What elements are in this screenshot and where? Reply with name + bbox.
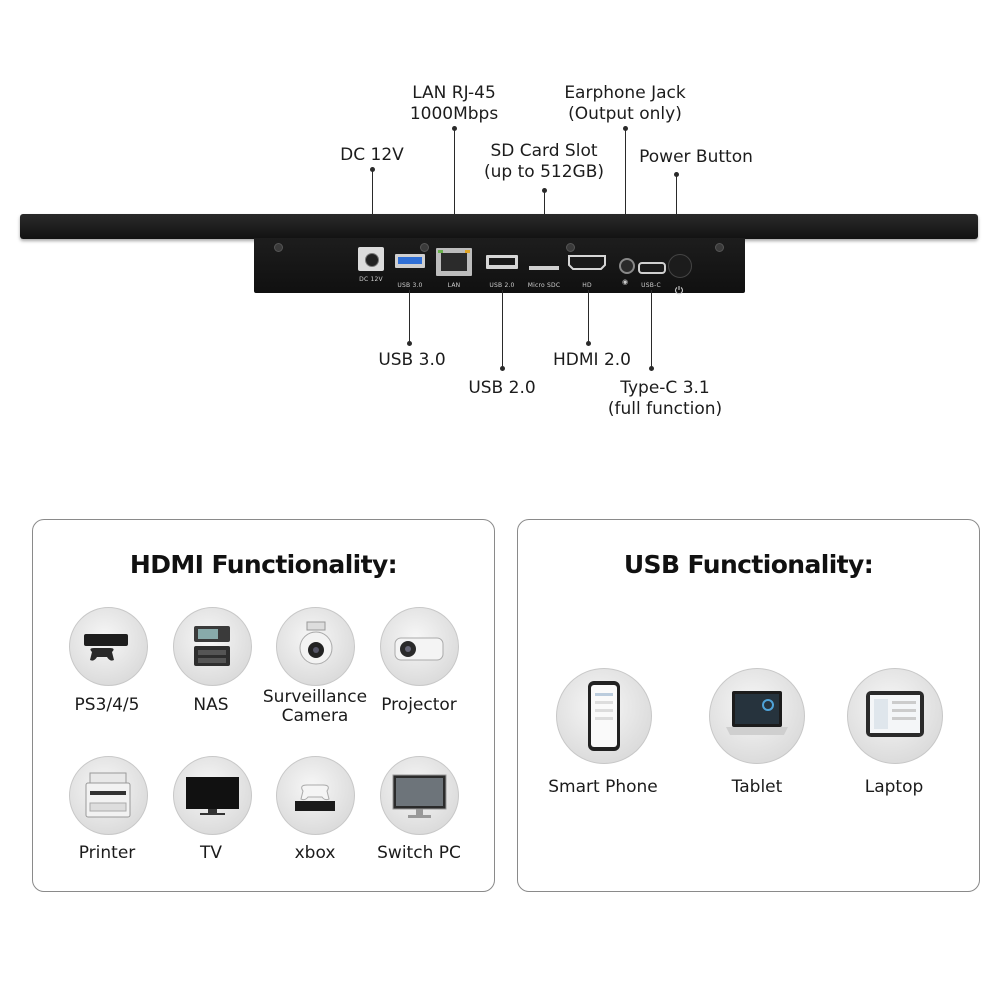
power-icon: [674, 280, 684, 295]
leader-dot-usb2: [500, 366, 505, 371]
smartphone-icon: [556, 668, 652, 764]
usb2-port[interactable]: [486, 255, 518, 269]
leader-dot-usb3: [407, 341, 412, 346]
port-label-microsd: Micro SDC: [527, 282, 561, 289]
power-button[interactable]: [668, 254, 692, 278]
callout-hdmi: HDMI 2.0: [553, 350, 631, 370]
projector-icon: [380, 607, 459, 686]
item-label-switch-pc: Switch PC: [377, 843, 461, 863]
printer-icon: [69, 756, 148, 835]
usbc-port[interactable]: [638, 262, 666, 274]
screw: [715, 243, 724, 252]
item-label-surveillance: Surveillance Camera: [262, 687, 368, 726]
callout-earphone: Earphone Jack (Output only): [564, 83, 686, 124]
item-label-tablet: Tablet: [731, 777, 783, 797]
callout-dc: DC 12V: [340, 145, 404, 165]
lan-port[interactable]: [436, 248, 472, 276]
nas-icon: [173, 607, 252, 686]
item-label-projector: Projector: [381, 695, 457, 715]
hdmi-port[interactable]: [568, 255, 606, 270]
monitor-edge: [20, 214, 978, 239]
hdmi-functionality-panel: HDMI Functionality: PS3/4/5 NAS Surveill…: [32, 519, 495, 892]
leader-dc: [372, 169, 373, 249]
item-label-nas: NAS: [193, 695, 229, 715]
port-panel: DC 12V USB 3.0 LAN USB 2.0 Micro SDC HD …: [254, 238, 745, 295]
screw: [566, 243, 575, 252]
item-label-xbox: xbox: [294, 843, 336, 863]
dc-jack[interactable]: [358, 247, 384, 271]
port-label-usbc: USB-C: [641, 282, 661, 289]
leader-usb2: [502, 290, 503, 368]
tablet-laptop-icon: [709, 668, 805, 764]
item-label-tv: TV: [199, 843, 223, 863]
port-label-hd: HD: [582, 282, 592, 289]
screw: [274, 243, 283, 252]
leader-hdmi: [588, 290, 589, 343]
xbox-icon: [276, 756, 355, 835]
usb3-port[interactable]: [395, 254, 425, 268]
callout-lan: LAN RJ-45 1000Mbps: [409, 83, 499, 124]
callout-typec: Type-C 3.1 (full function): [607, 378, 723, 419]
callout-sd-card: SD Card Slot (up to 512GB): [484, 141, 604, 182]
callout-power: Power Button: [639, 147, 753, 167]
port-label-lan: LAN: [447, 282, 461, 289]
port-label-usb3: USB 3.0: [397, 282, 423, 289]
microsd-slot[interactable]: [529, 266, 559, 270]
leader-earphone: [625, 128, 626, 258]
callout-usb2: USB 2.0: [468, 378, 536, 398]
leader-typec: [651, 290, 652, 368]
surveillance-camera-icon: [276, 607, 355, 686]
screw: [420, 243, 429, 252]
usb-functionality-panel: USB Functionality: Smart Phone Tablet La…: [517, 519, 980, 892]
tv-icon: [173, 756, 252, 835]
port-label-dc: DC 12V: [359, 276, 383, 283]
item-label-ps: PS3/4/5: [74, 695, 140, 715]
leader-lan: [454, 128, 455, 248]
item-label-laptop: Laptop: [864, 777, 924, 797]
leader-usb3: [409, 290, 410, 343]
tablet-icon: [847, 668, 943, 764]
game-console-icon: [69, 607, 148, 686]
callout-usb3: USB 3.0: [378, 350, 446, 370]
leader-dot-typec: [649, 366, 654, 371]
port-label-usb2: USB 2.0: [489, 282, 515, 289]
earphone-jack[interactable]: [619, 258, 635, 274]
hdmi-panel-title: HDMI Functionality:: [129, 550, 398, 579]
item-label-smartphone: Smart Phone: [548, 777, 658, 797]
monitor-icon: [380, 756, 459, 835]
leader-dot-hdmi: [586, 341, 591, 346]
item-label-printer: Printer: [78, 843, 136, 863]
headphone-icon: ◉: [621, 278, 629, 286]
usb-panel-title: USB Functionality:: [623, 550, 874, 579]
